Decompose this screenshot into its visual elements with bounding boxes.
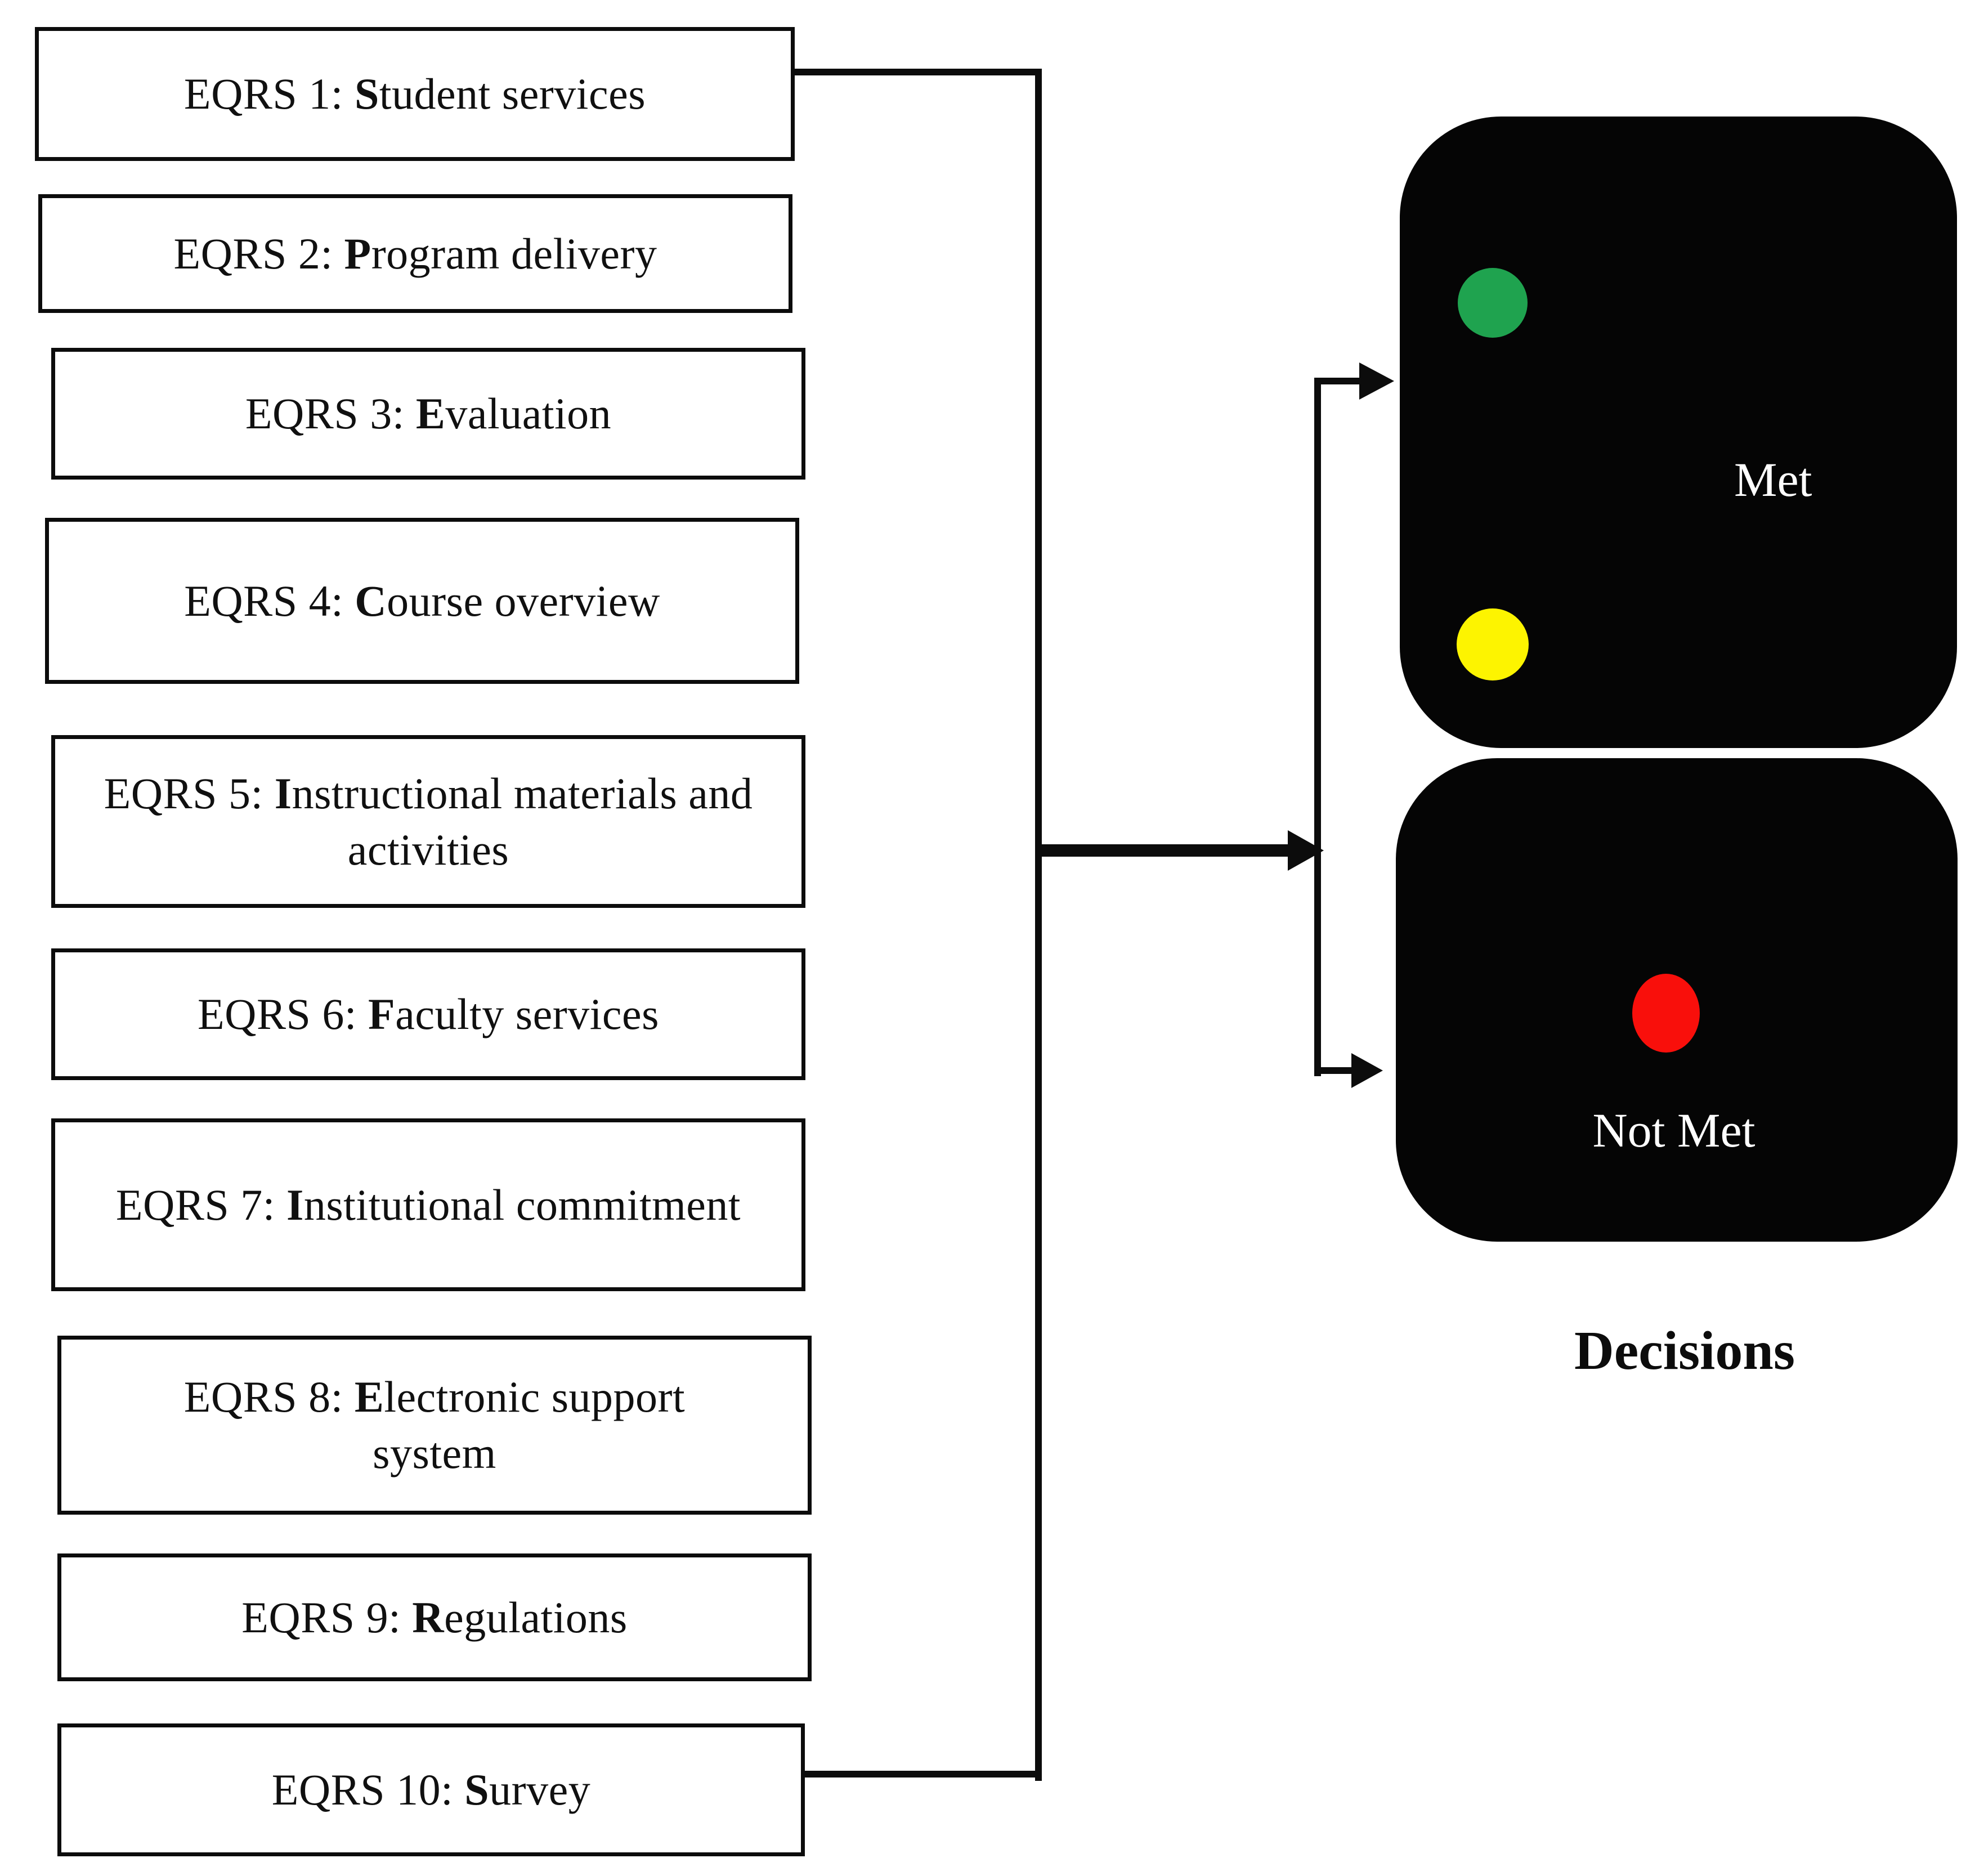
not-met-decision-panel: Not Met [1396, 758, 1958, 1242]
eqrs-box-9-label: EQRS 9: Regulations [241, 1592, 628, 1642]
red-dot-icon [1632, 974, 1700, 1053]
eqrs-box-10: EQRS 10: Survey [57, 1723, 805, 1856]
eqrs-box-7: EQRS 7: Institutional commitment [51, 1118, 805, 1291]
green-dot-icon [1458, 268, 1528, 338]
eqrs-box-8-label: EQRS 8: Electronic support system [183, 1372, 686, 1477]
eqrs-box-8: EQRS 8: Electronic support system [57, 1336, 812, 1515]
connector-eqrs10-to-trunk [805, 1771, 1041, 1778]
met-arrow-shaft [1318, 378, 1360, 384]
connector-eqrs1-to-trunk [795, 69, 1042, 75]
eqrs-box-3: EQRS 3: Evaluation [51, 348, 805, 480]
connector-branch-line [1314, 378, 1321, 1076]
eqrs-box-3-label: EQRS 3: Evaluation [245, 389, 612, 438]
eqrs-box-2: EQRS 2: Program delivery [38, 194, 792, 313]
eqrs-box-1: EQRS 1: Student services [35, 27, 795, 161]
met-arrowhead-icon [1359, 362, 1394, 400]
eqrs-box-6-label: EQRS 6: Faculty services [197, 990, 659, 1039]
not-met-arrowhead-icon [1351, 1053, 1383, 1088]
eqrs-box-5-label: EQRS 5: Instructional materials and acti… [104, 768, 753, 874]
eqrs-box-10-label: EQRS 10: Survey [271, 1765, 591, 1815]
eqrs-box-6: EQRS 6: Faculty services [51, 948, 805, 1080]
met-decision-panel: Met [1400, 117, 1957, 748]
eqrs-box-2-label: EQRS 2: Program delivery [173, 229, 657, 278]
eqrs-box-5: EQRS 5: Instructional materials and acti… [51, 735, 805, 908]
eqrs-box-1-label: EQRS 1: Student services [183, 69, 646, 119]
met-label: Met [1734, 453, 1812, 507]
not-met-label: Not Met [1592, 1103, 1755, 1158]
yellow-dot-icon [1457, 608, 1529, 680]
eqrs-box-4-label: EQRS 4: Course overview [184, 576, 660, 625]
connector-trunk-line [1035, 69, 1042, 1781]
main-flow-arrow-shaft [1038, 844, 1289, 857]
not-met-arrow-shaft [1318, 1067, 1353, 1074]
eqrs-box-7-label: EQRS 7: Institutional commitment [115, 1180, 741, 1229]
decisions-caption: Decisions [1574, 1320, 1795, 1381]
eqrs-box-9: EQRS 9: Regulations [57, 1553, 812, 1681]
eqrs-box-4: EQRS 4: Course overview [45, 518, 799, 684]
